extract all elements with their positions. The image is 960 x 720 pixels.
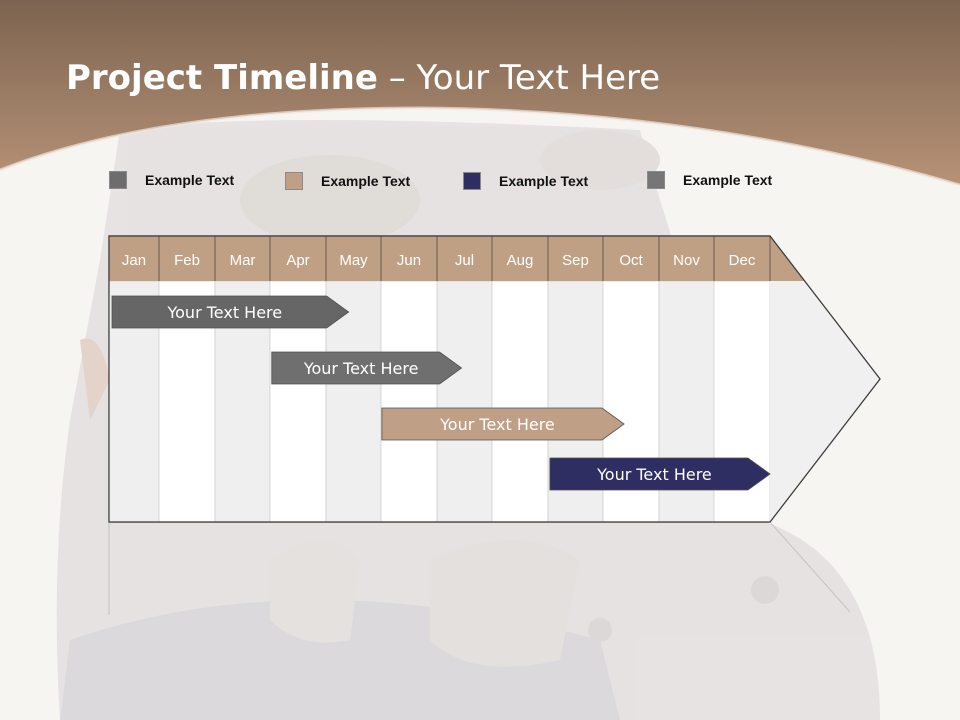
page-title: Project Timeline – Your Text Here [66, 58, 661, 98]
legend-item-3: Example Text [463, 170, 588, 192]
month-label: Mar [230, 252, 256, 269]
legend-label: Example Text [683, 172, 773, 188]
legend-item-1: Example Text [109, 169, 234, 191]
month-column [436, 280, 493, 523]
legend-swatch [109, 171, 127, 189]
month-label: Jul [455, 252, 474, 269]
month-header-band [109, 236, 805, 281]
task-arrow [271, 351, 463, 385]
legend-swatch [463, 172, 481, 190]
timeline-outline [108, 235, 881, 523]
month-column [380, 280, 438, 523]
month-label: Dec [729, 252, 756, 269]
task-label: Your Text Here [166, 303, 282, 322]
month-label: Apr [286, 252, 309, 269]
legend-label: Example Text [145, 172, 235, 188]
month-label: May [339, 252, 368, 269]
task-label: Your Text Here [439, 415, 555, 434]
legend-swatch [647, 171, 665, 189]
legend-label: Example Text [321, 173, 411, 189]
month-label: Jun [397, 252, 421, 269]
month-label: Feb [174, 252, 200, 269]
month-label: Sep [562, 252, 589, 269]
task-arrow [549, 457, 771, 491]
task-label: Your Text Here [303, 359, 419, 378]
legend-item-4: Example Text [647, 169, 772, 191]
timeline-tip-fill [770, 281, 880, 522]
legend-item-2: Example Text [285, 170, 410, 192]
task-label: Your Text Here [596, 465, 712, 484]
task-arrow [381, 407, 625, 441]
header-band [0, 0, 960, 185]
month-label: Oct [619, 252, 643, 269]
legend-label: Example Text [499, 173, 589, 189]
timeline-reflection [108, 521, 851, 615]
month-label: Jan [122, 252, 146, 269]
legend-swatch [285, 172, 303, 190]
month-column [491, 280, 549, 523]
task-arrow [111, 295, 350, 329]
month-label: Aug [507, 252, 534, 269]
month-label: Nov [673, 252, 700, 269]
